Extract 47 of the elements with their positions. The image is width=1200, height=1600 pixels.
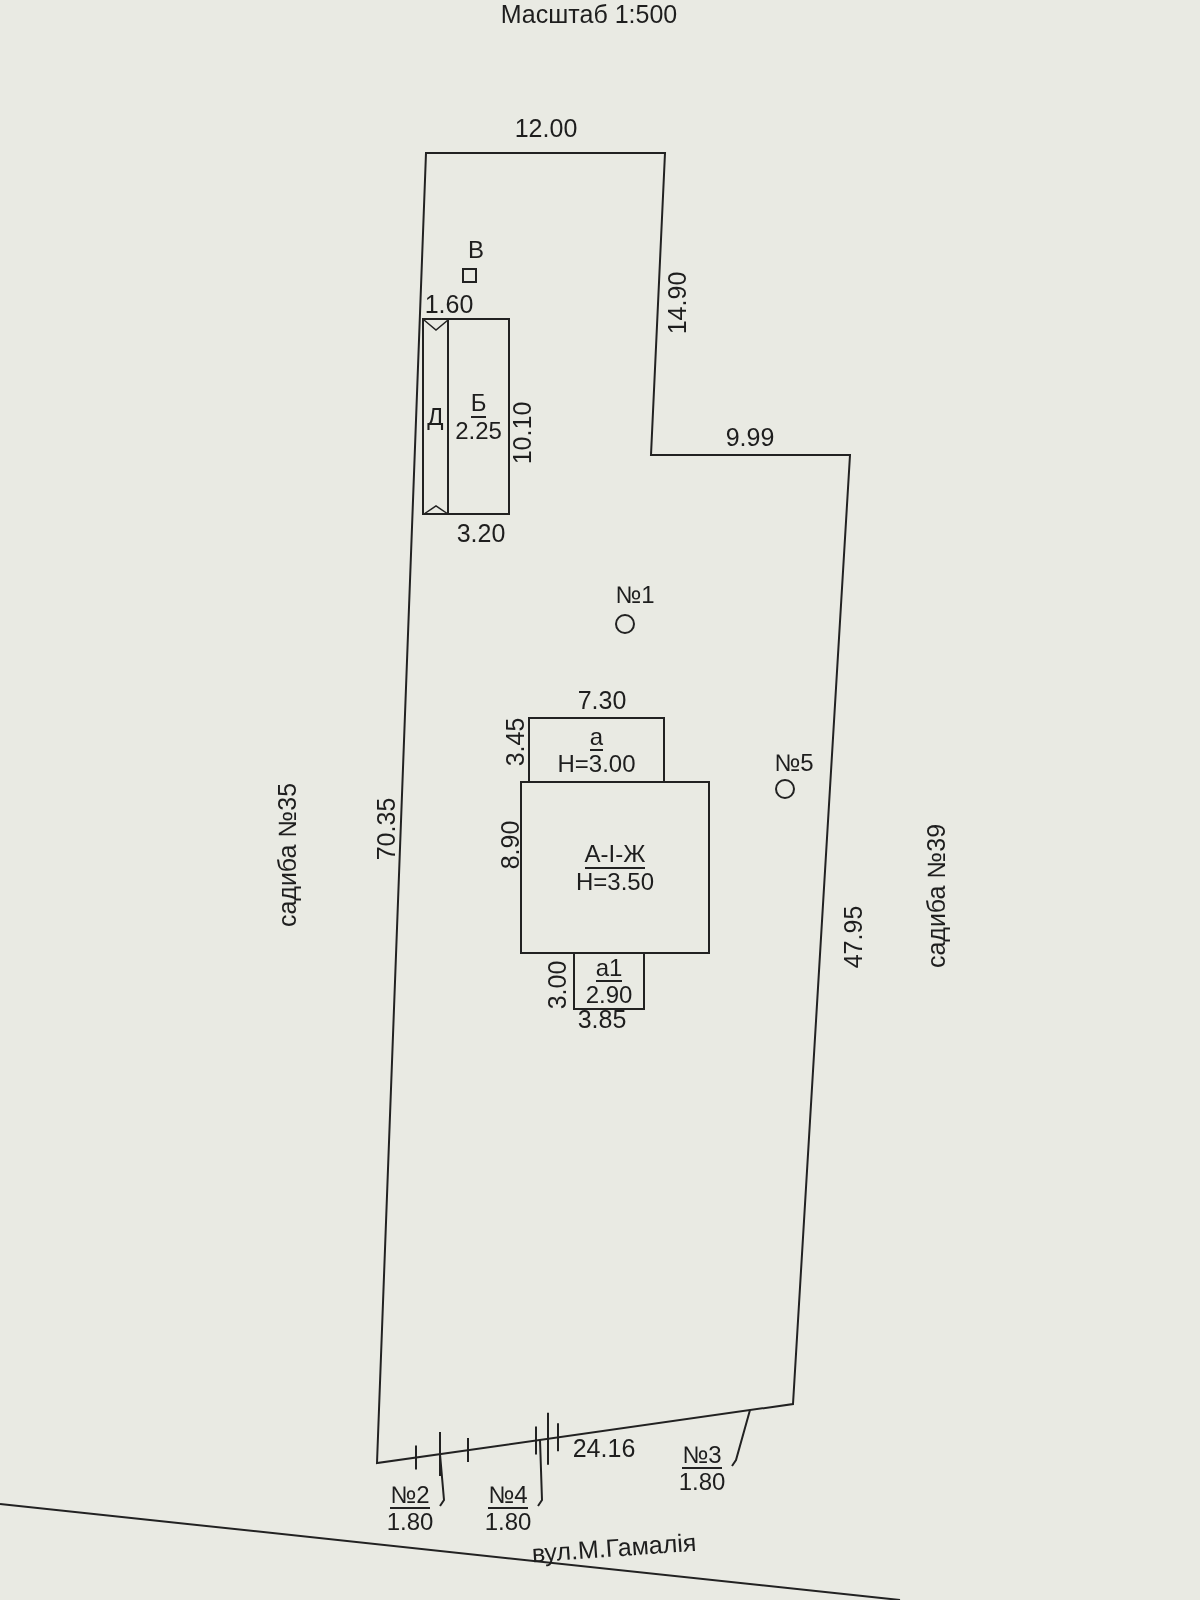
dimension-label: 9.99 bbox=[725, 424, 775, 450]
well-number: №1 bbox=[615, 583, 655, 607]
building-outline bbox=[422, 318, 449, 515]
gate-width: 1.80 bbox=[386, 1509, 434, 1535]
building-letter: Д bbox=[427, 403, 444, 430]
building-dimension: 2.25 bbox=[455, 417, 502, 443]
leader-line bbox=[439, 1453, 446, 1507]
building-outline bbox=[520, 781, 710, 954]
building-letter: В bbox=[468, 238, 484, 262]
neighbour-plot-label: садиба №35 bbox=[274, 782, 300, 928]
building-dimension: Н=3.50 bbox=[575, 868, 655, 894]
building-outline bbox=[447, 318, 510, 515]
leader-line bbox=[731, 1409, 751, 1467]
dimension-label: 24.16 bbox=[572, 1435, 636, 1461]
building-letter: Б bbox=[470, 390, 487, 418]
gate-width: 1.80 bbox=[484, 1509, 532, 1535]
callout-number: №2 bbox=[390, 1481, 430, 1509]
dimension-label: 3.45 bbox=[502, 717, 528, 767]
well-number: №5 bbox=[774, 751, 814, 775]
building-outline bbox=[528, 717, 665, 783]
neighbour-plot-label: садиба №39 bbox=[923, 823, 949, 969]
dimension-label: 8.90 bbox=[497, 820, 523, 870]
dimension-label: 14.90 bbox=[664, 271, 690, 335]
building-dimension: Н=3.00 bbox=[557, 751, 636, 777]
gate-width: 1.80 bbox=[678, 1469, 726, 1495]
dimension-label: 7.30 bbox=[577, 687, 627, 713]
well-circle bbox=[615, 614, 635, 634]
street-name: вул.М.Гамалія bbox=[530, 1529, 698, 1567]
callout-number: №4 bbox=[488, 1481, 528, 1509]
well-circle bbox=[775, 779, 795, 799]
building-letter: А-І-Ж bbox=[584, 841, 646, 869]
dimension-label: 3.00 bbox=[544, 960, 570, 1010]
dimension-label: 12.00 bbox=[514, 115, 578, 141]
building-letter: а1 bbox=[595, 954, 623, 982]
scale-title: Масштаб 1:500 bbox=[500, 0, 678, 29]
building-outline bbox=[573, 952, 645, 1010]
dimension-label: 47.95 bbox=[840, 905, 866, 969]
callout-number: №3 bbox=[682, 1441, 722, 1469]
dimension-label: 3.85 bbox=[577, 1006, 627, 1032]
dimension-label: 3.20 bbox=[456, 520, 506, 546]
building-letter: а bbox=[589, 723, 604, 751]
dimension-label: 70.35 bbox=[373, 797, 399, 861]
small-building-square bbox=[462, 268, 477, 283]
leader-line bbox=[537, 1438, 543, 1507]
dimension-label: 1.60 bbox=[424, 291, 474, 317]
dimension-label: 10.10 bbox=[509, 401, 535, 465]
building-dimension: 2.90 bbox=[585, 982, 633, 1008]
